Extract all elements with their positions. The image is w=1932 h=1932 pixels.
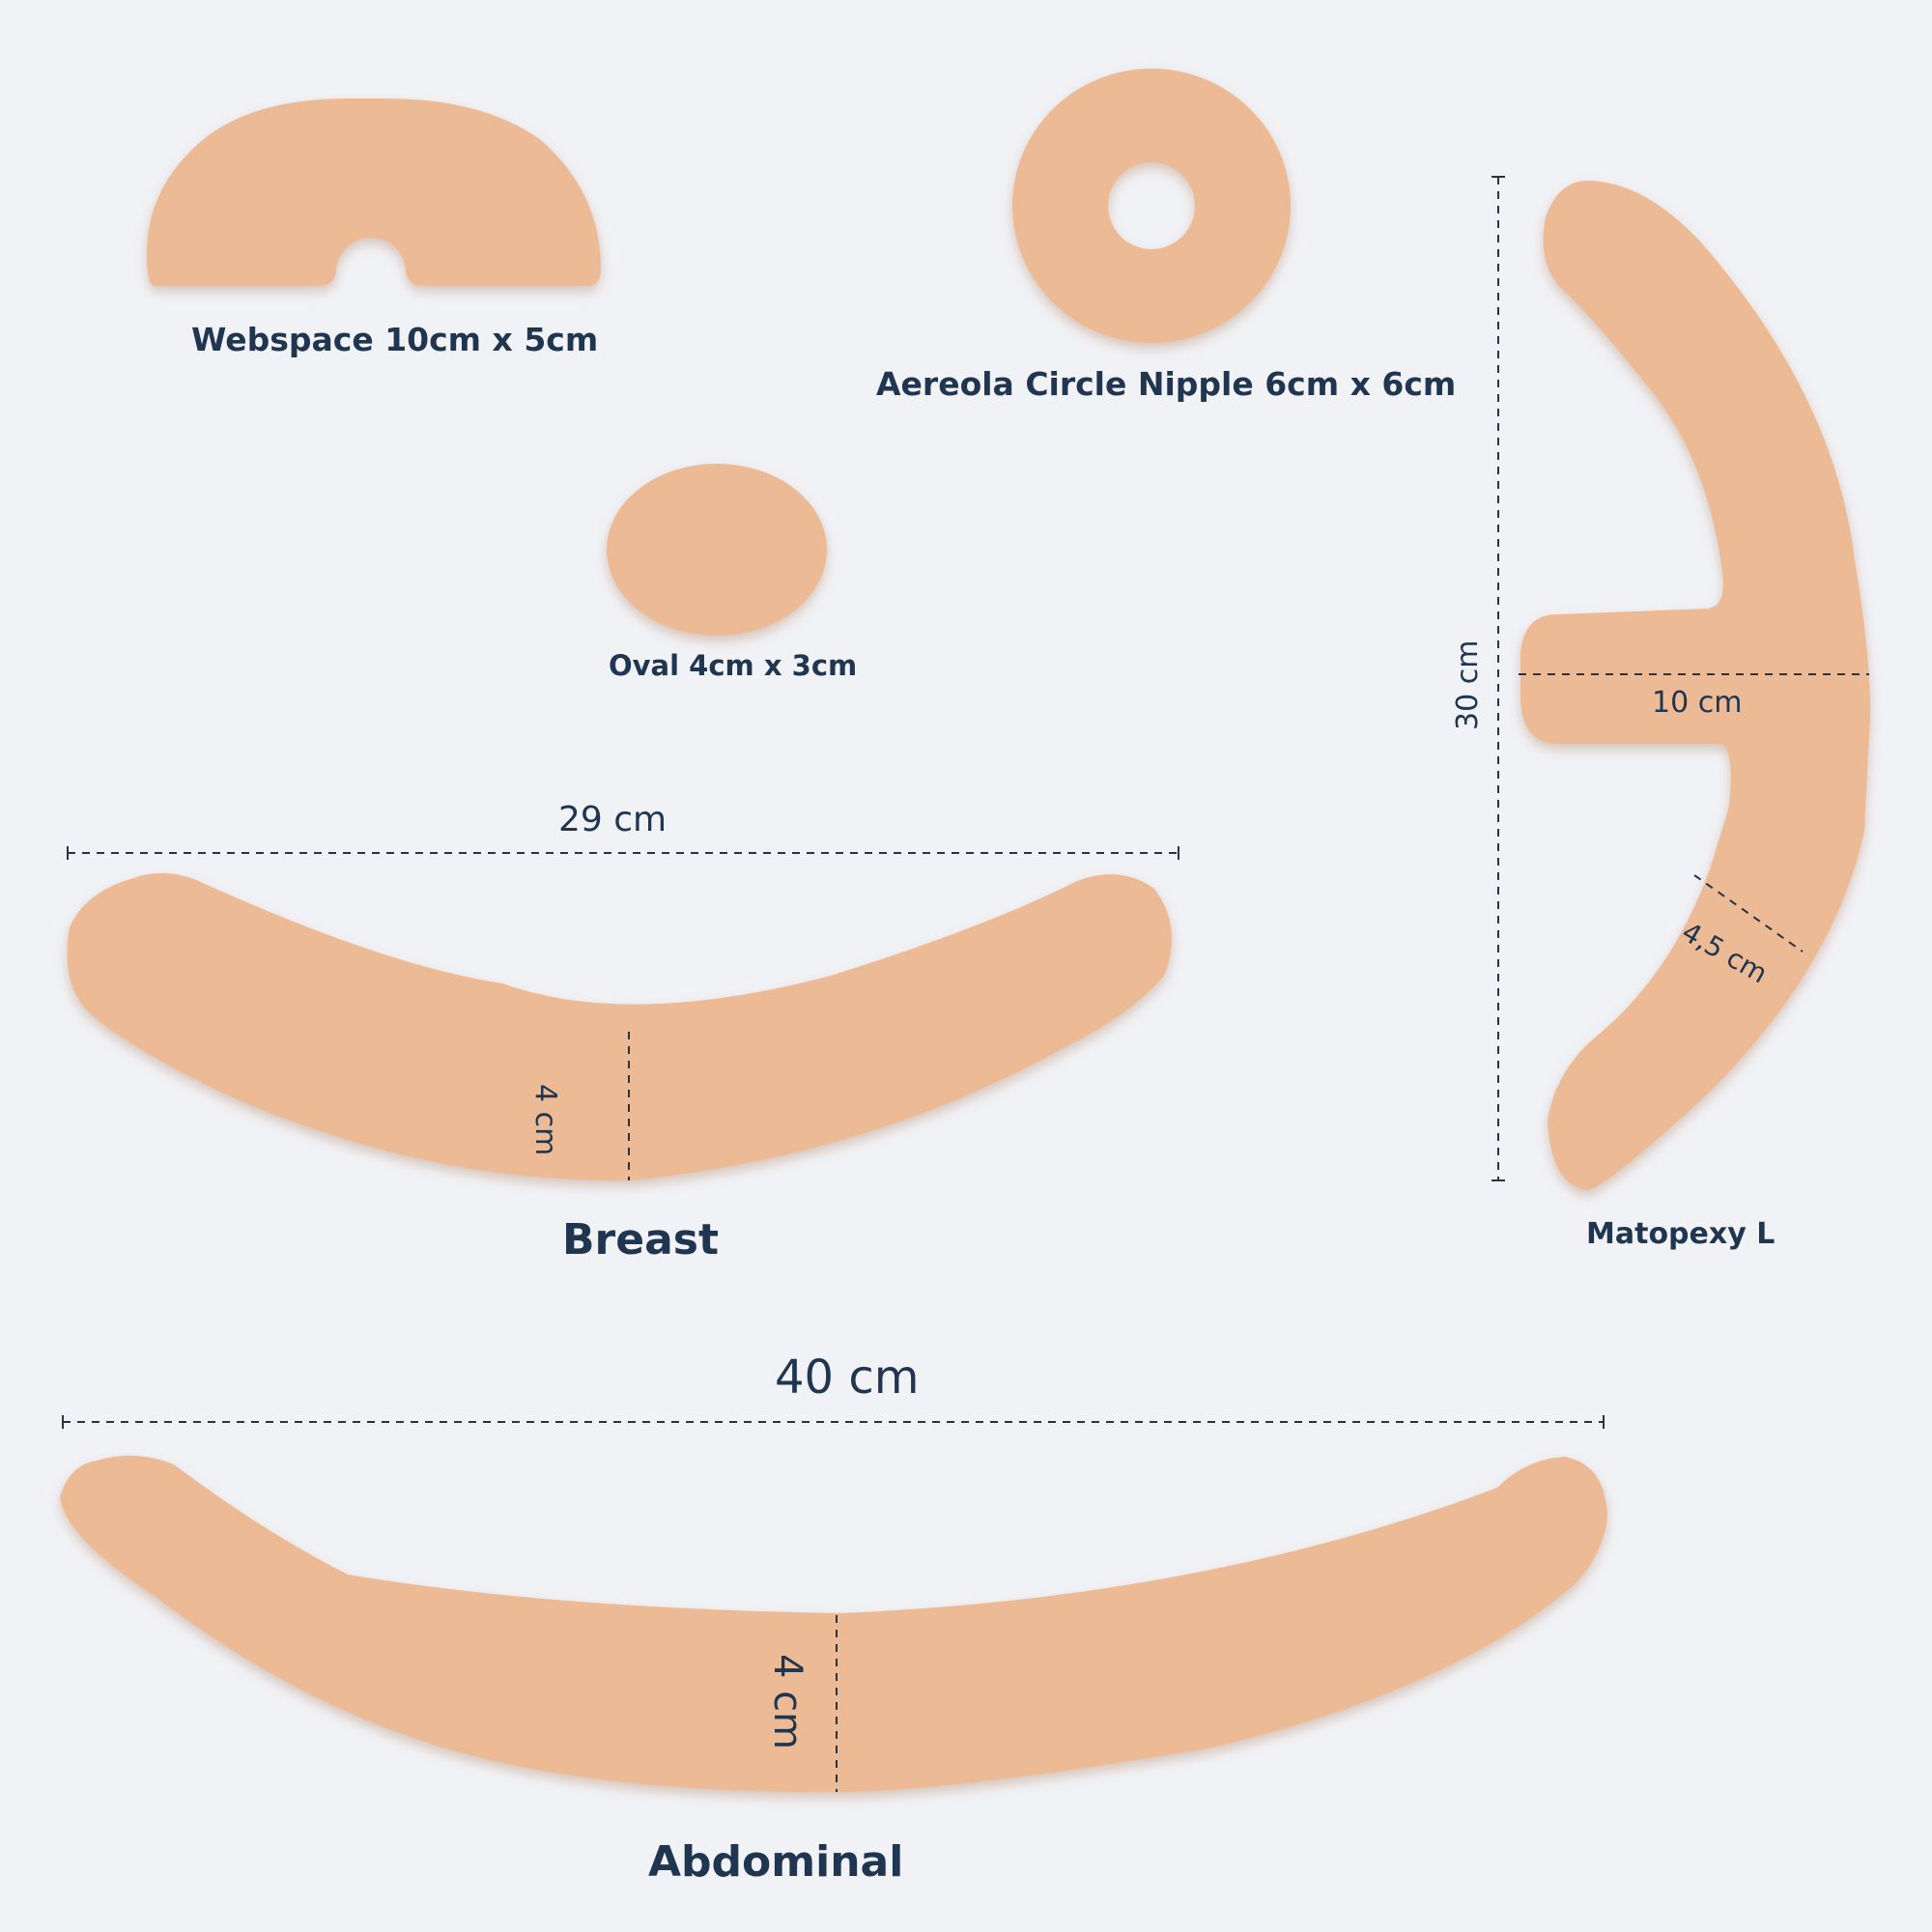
oval-label: Oval 4cm x 3cm	[609, 649, 858, 682]
areola-ring-sheet	[1012, 69, 1291, 343]
webspace-label: Webspace 10cm x 5cm	[191, 321, 599, 358]
abdominal-length-label: 40 cm	[775, 1350, 920, 1405]
webspace-sheet	[147, 99, 601, 286]
matopexy-height-label: 30 cm	[1451, 639, 1485, 730]
breast-strip-sheet	[67, 872, 1172, 1181]
abdominal-width-label: 4 cm	[765, 1654, 810, 1750]
breast-length-label: 29 cm	[558, 800, 668, 839]
breast-width-label: 4 cm	[528, 1084, 562, 1156]
dimension-ticks	[62, 176, 1605, 1429]
oval-sheet	[607, 464, 827, 636]
dimension-lines	[63, 177, 1869, 1792]
matopexy-arm-label: 10 cm	[1652, 686, 1743, 720]
abdominal-strip-sheet	[60, 1455, 1607, 1793]
breast-label: Breast	[562, 1215, 719, 1264]
abdominal-label: Abdominal	[648, 1837, 904, 1887]
areola-label: Aereola Circle Nipple 6cm x 6cm	[876, 365, 1457, 403]
matopexy-width-dimension-line	[1693, 874, 1804, 952]
matopexy-label: Matopexy L	[1586, 1217, 1776, 1251]
